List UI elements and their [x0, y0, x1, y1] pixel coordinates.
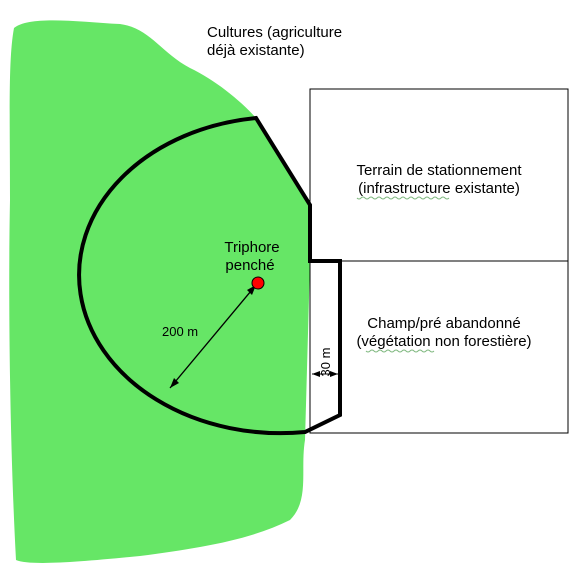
protection-zone-boundary — [77, 115, 342, 436]
field-label-line2: (végétation non forestière) — [356, 333, 531, 350]
radius-label: 200 m — [162, 324, 198, 339]
tree-label-line2: penché — [225, 257, 274, 274]
field-label-line1: Champ/pré abandonné — [367, 315, 520, 332]
parking-label-line1: Terrain de stationnement — [356, 162, 522, 179]
buffer-label: 30 m — [318, 348, 333, 377]
cultures-label-line2: déjà existante) — [207, 42, 305, 59]
parking-parcel — [309, 88, 569, 262]
cultures-label-line1: Cultures (agriculture — [207, 24, 342, 41]
tree-label-line1: Triphore — [224, 239, 279, 256]
abandoned-field-parcel — [309, 260, 569, 434]
tree-marker — [251, 276, 265, 290]
buffer-arrow — [312, 371, 338, 377]
parking-label-line2: (infrastructure existante) — [358, 180, 520, 197]
vegetation-area — [9, 20, 310, 563]
